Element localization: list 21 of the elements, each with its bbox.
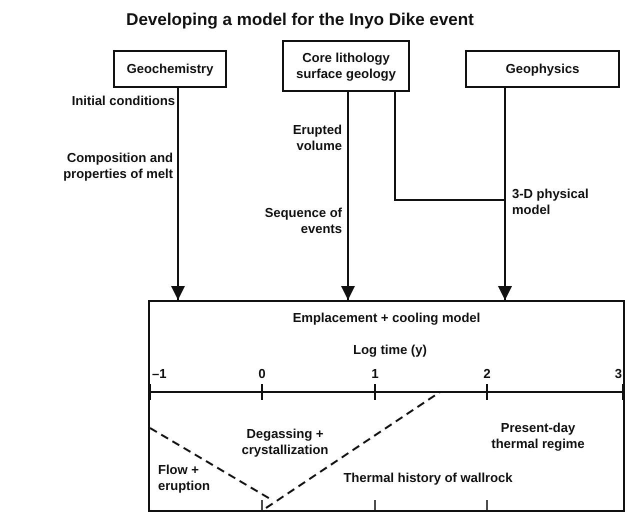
- source-box: Geophysics: [465, 50, 620, 88]
- tick-label: 2: [482, 366, 492, 382]
- arrow: [341, 92, 355, 300]
- source-box: Geochemistry: [113, 50, 227, 88]
- model-panel: [148, 300, 625, 512]
- tick-label: 0: [257, 366, 267, 382]
- tick-label: 1: [370, 366, 380, 382]
- region-label: Thermal history of wallrock: [342, 470, 514, 486]
- diagram-title: Developing a model for the Inyo Dike event: [125, 10, 475, 30]
- panel-heading: Emplacement + cooling model: [292, 310, 482, 326]
- tick-label: 3: [614, 366, 622, 382]
- region-label: Flow + eruption: [158, 462, 211, 494]
- tick-label: –1: [152, 366, 168, 382]
- arrow: [498, 88, 512, 300]
- source-box: Core lithology surface geology: [282, 40, 410, 92]
- region-label: Degassing + crystallization: [240, 426, 330, 458]
- axis-title: Log time (y): [352, 342, 428, 358]
- annotation: Erupted volume: [292, 122, 342, 154]
- annotation: Initial conditions: [70, 93, 175, 109]
- arrow: [171, 88, 185, 300]
- region-label: Present-day thermal regime: [490, 420, 586, 452]
